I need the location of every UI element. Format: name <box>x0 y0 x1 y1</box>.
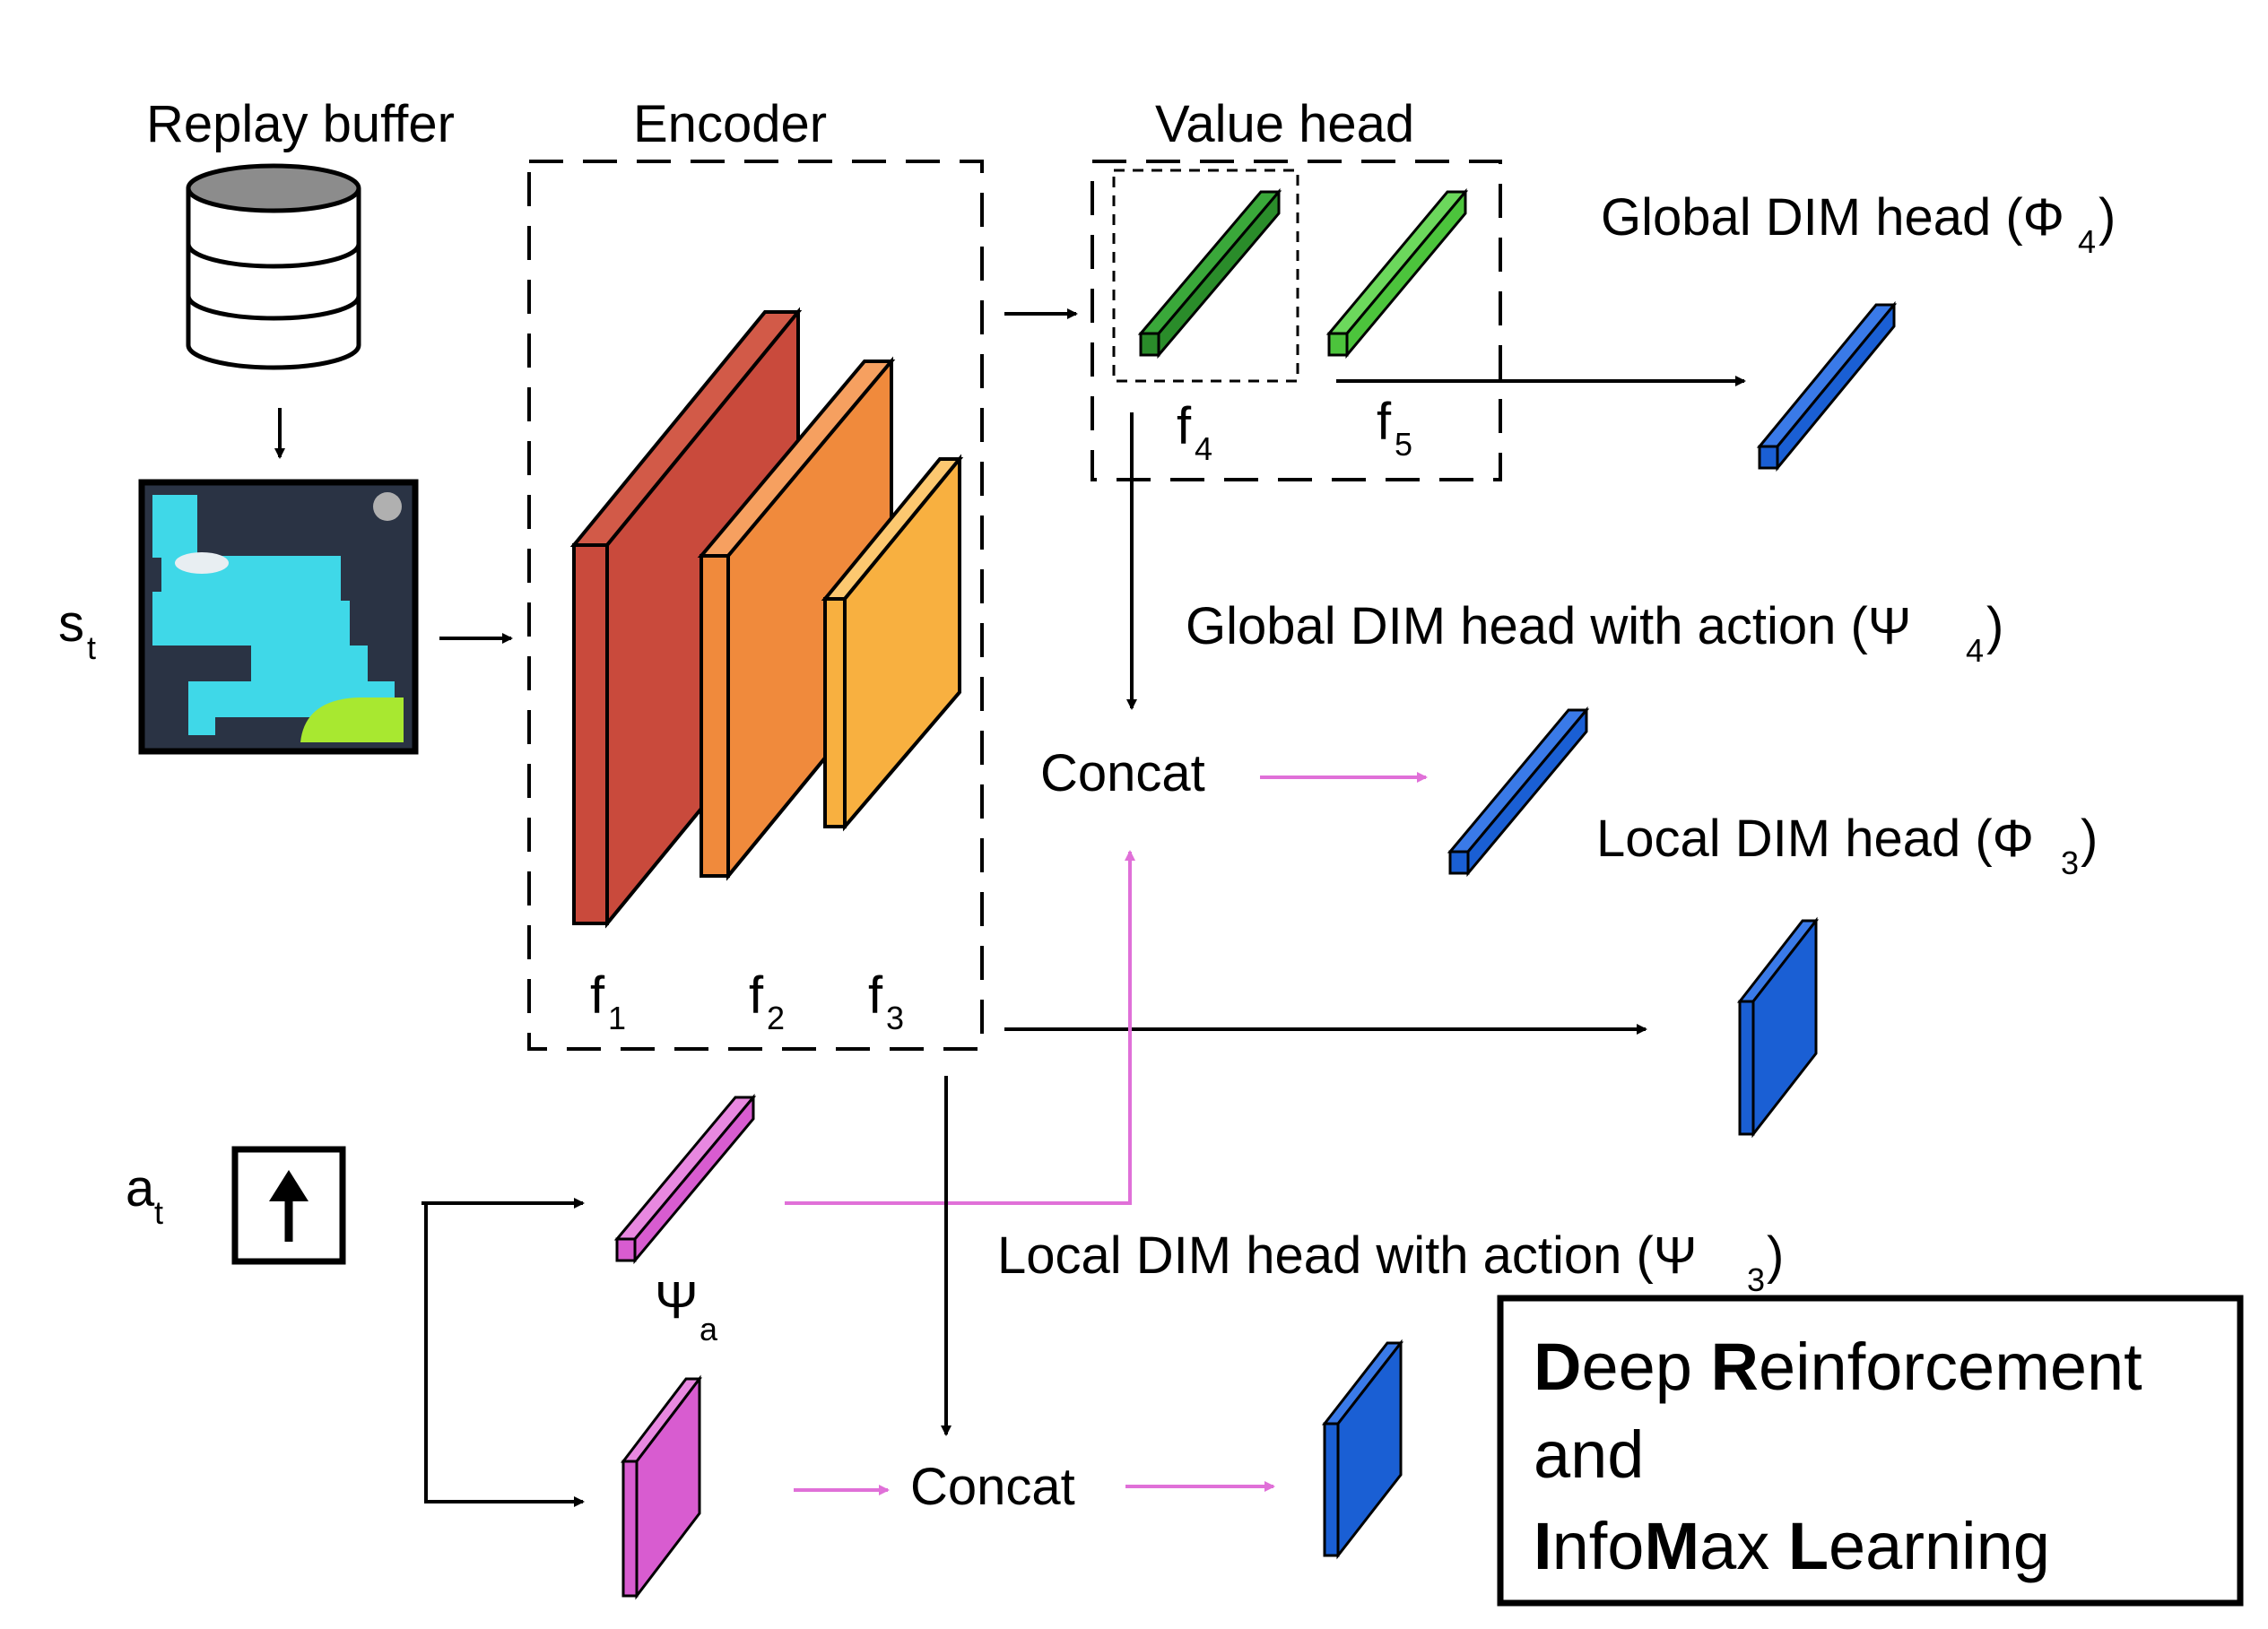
global-dim-action-subscript: 4 <box>1966 632 1984 669</box>
f4-dashed-box <box>1112 169 1299 383</box>
f5-label: f <box>1377 393 1392 451</box>
f1-label: f <box>590 966 605 1025</box>
title-box <box>1497 1295 2244 1607</box>
local-dim-head-plate <box>1736 916 1820 1139</box>
state-subscript: t <box>87 629 96 666</box>
value-head-dashed-box <box>1091 160 1502 481</box>
psi-a-to-concat-line <box>785 850 1135 1205</box>
f4-label: f <box>1177 397 1192 455</box>
local-dim-head-close: ) <box>2081 810 2098 868</box>
f2-label: f <box>749 966 764 1025</box>
local-dim-action-close: ) <box>1767 1226 1784 1285</box>
local-dim-action-plate <box>1321 1339 1404 1560</box>
action-plate <box>620 1374 703 1600</box>
encoder-label: Encoder <box>633 95 827 153</box>
f3-label: f <box>868 966 883 1025</box>
local-dim-head-label: Local DIM head (Φ <box>1596 810 2034 868</box>
action-subscript: t <box>154 1194 163 1231</box>
global-dim-head-subscript: 4 <box>2078 223 2096 260</box>
f3-subscript: 3 <box>886 1000 904 1036</box>
state-label: s <box>58 594 84 653</box>
title-line-1: Deep Reinforcement <box>1534 1330 2142 1404</box>
layer-f2 <box>697 356 896 881</box>
global-dim-action-close: ) <box>1986 597 2003 655</box>
local-dim-action-label: Local DIM head with action (Ψ <box>997 1226 1697 1285</box>
value-head-label: Value head <box>1155 95 1414 153</box>
f2-subscript: 2 <box>767 1000 785 1036</box>
global-dim-head-label: Global DIM head (Φ <box>1601 188 2064 247</box>
up-arrow-icon <box>231 1146 346 1265</box>
game-screenshot <box>138 479 419 755</box>
psi-a-bar <box>613 1093 757 1265</box>
concat-top-label: Concat <box>1040 744 1205 802</box>
title-line-3: InfoMax Learning <box>1534 1509 2050 1583</box>
value-bar-f5 <box>1325 187 1469 360</box>
psi-a-subscript: a <box>700 1311 718 1347</box>
action-label: a <box>126 1159 155 1217</box>
database-icon <box>186 163 361 370</box>
f1-subscript: 1 <box>608 1000 626 1036</box>
global-dim-action-label: Global DIM head with action (Ψ <box>1186 597 1911 655</box>
replay-buffer-label: Replay buffer <box>146 95 455 153</box>
encoder-dashed-box <box>527 160 984 1051</box>
layer-f3 <box>821 454 964 832</box>
value-bar-f4 <box>1137 187 1282 360</box>
concat-bottom-label: Concat <box>910 1458 1075 1516</box>
f5-subscript: 5 <box>1395 426 1412 463</box>
psi-a-label: Ψ <box>655 1271 698 1330</box>
f4-subscript: 4 <box>1195 430 1212 467</box>
global-dim-head-bar <box>1756 300 1898 472</box>
local-dim-action-subscript: 3 <box>1747 1261 1765 1298</box>
title-line-2: and <box>1534 1417 1644 1492</box>
global-dim-action-bar <box>1447 706 1590 878</box>
action-split-line <box>424 1201 583 1503</box>
global-dim-head-close: ) <box>2099 188 2116 247</box>
local-dim-head-subscript: 3 <box>2061 845 2079 881</box>
